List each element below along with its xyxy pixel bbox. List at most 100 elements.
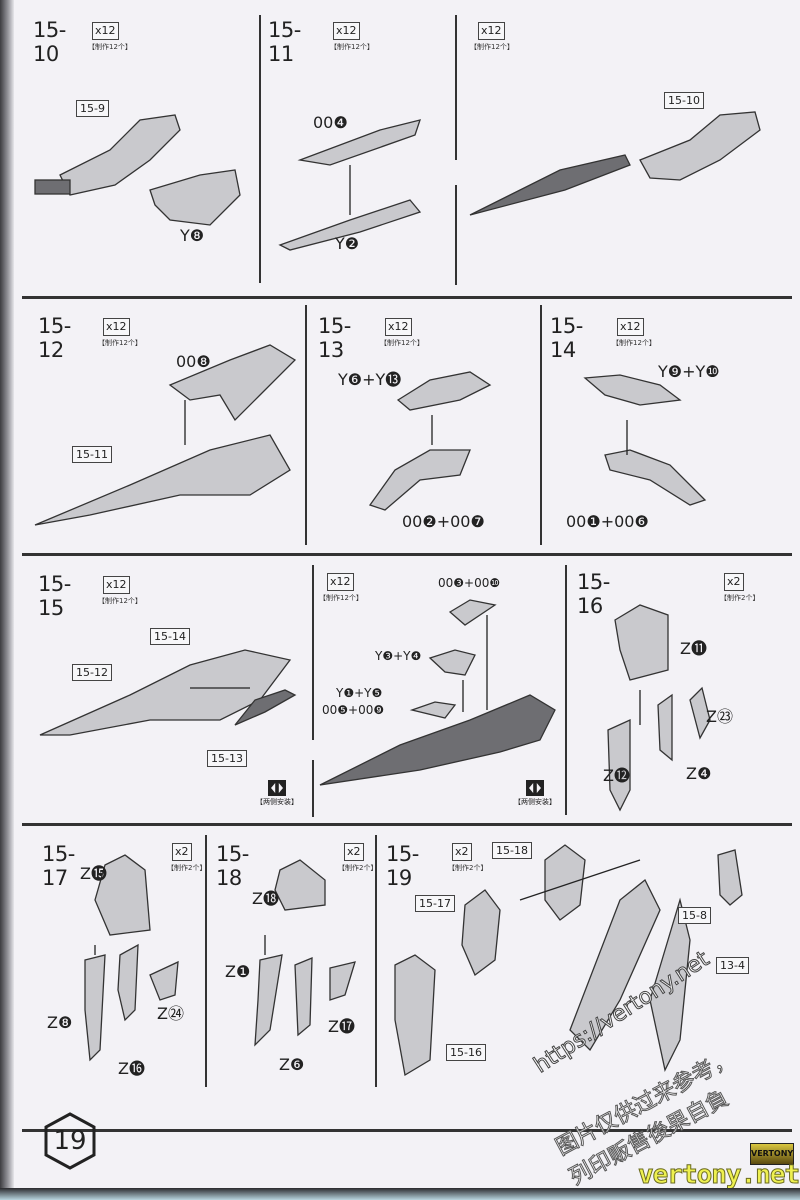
make-count: 【制作12个】 xyxy=(612,339,656,347)
make-count: 【制作12个】 xyxy=(380,339,424,347)
part-label: Z⓯ xyxy=(80,864,107,883)
part-illustration xyxy=(117,943,139,1022)
part-illustration xyxy=(604,449,707,506)
vertony-logo: VERTONY xyxy=(750,1143,794,1165)
divider xyxy=(205,835,207,1087)
part-label: Z⓱ xyxy=(328,1017,355,1036)
step-number: 15-16 xyxy=(577,570,610,618)
quantity-badge: x12 xyxy=(617,318,644,336)
part-illustration xyxy=(278,199,422,251)
part-illustration xyxy=(368,449,471,511)
part-illustration xyxy=(409,701,457,719)
part-illustration xyxy=(544,844,586,921)
part-illustration xyxy=(396,371,492,411)
part-illustration xyxy=(59,114,181,196)
make-count: 【制作12个】 xyxy=(98,597,142,605)
part-illustration xyxy=(614,604,669,681)
part-label: Y❸+Y❹ xyxy=(375,649,422,663)
scan-bottom-edge xyxy=(0,1188,800,1200)
part-label: 00❺+00❾ xyxy=(322,703,385,717)
quantity-badge: x12 xyxy=(333,22,360,40)
step-number: 15-13 xyxy=(318,314,351,362)
divider xyxy=(259,15,261,283)
step-number: 15-19 xyxy=(386,842,419,890)
part-illustration xyxy=(297,119,421,166)
step-number: 15-11 xyxy=(268,18,301,66)
make-count: 【制作12个】 xyxy=(330,43,374,51)
part-illustration xyxy=(428,649,476,676)
divider xyxy=(22,1129,792,1132)
part-illustration xyxy=(149,960,179,1001)
step-number: 15-15 xyxy=(38,572,71,620)
part-illustration xyxy=(657,693,673,762)
part-illustration xyxy=(34,179,71,195)
part-label: 00❶+00❻ xyxy=(566,512,649,531)
divider xyxy=(312,565,314,740)
divider xyxy=(540,305,542,545)
both-sides-note: 【两侧安装】 xyxy=(256,780,298,807)
divider xyxy=(305,305,307,545)
part-illustration xyxy=(39,649,292,736)
part-illustration xyxy=(461,889,501,977)
part-label: Z⓰ xyxy=(118,1059,145,1078)
part-illustration xyxy=(448,599,497,626)
quantity-badge: x12 xyxy=(92,22,119,40)
step-number: 15-17 xyxy=(42,842,75,890)
divider xyxy=(22,553,792,556)
quantity-badge: x12 xyxy=(385,318,412,336)
quantity-badge: x12 xyxy=(103,576,130,594)
part-label: Y❶+Y❺ xyxy=(336,686,383,700)
callout-box: 15-8 xyxy=(678,907,711,924)
callout-box: 15-11 xyxy=(72,446,112,463)
make-count: 【制作12个】 xyxy=(98,339,142,347)
callout-box: 13-4 xyxy=(716,957,749,974)
step-number: 15-14 xyxy=(550,314,583,362)
part-illustration xyxy=(689,686,711,740)
divider xyxy=(455,185,457,285)
part-illustration xyxy=(329,961,356,1001)
part-illustration xyxy=(607,718,631,812)
part-illustration xyxy=(717,849,743,906)
make-count: 【制作12个】 xyxy=(88,43,132,51)
part-illustration xyxy=(649,897,691,1072)
divider xyxy=(22,823,792,826)
quantity-badge: x12 xyxy=(327,573,354,591)
part-illustration xyxy=(168,344,297,422)
make-count: 【制作2个】 xyxy=(720,594,760,602)
both-sides-icon xyxy=(526,780,544,796)
make-count: 【制作2个】 xyxy=(338,864,378,872)
divider xyxy=(375,835,377,1087)
both-sides-label: 【两侧安装】 xyxy=(514,798,556,806)
part-label: Z❹ xyxy=(686,764,712,783)
quantity-badge: x12 xyxy=(478,22,505,40)
part-illustration xyxy=(149,169,241,226)
callout-box: 15-13 xyxy=(207,750,247,767)
part-illustration xyxy=(234,689,297,726)
part-label: Y❾+Y❿ xyxy=(658,362,720,381)
part-illustration xyxy=(319,694,556,786)
quantity-badge: x2 xyxy=(452,843,472,861)
make-count: 【制作2个】 xyxy=(167,864,207,872)
callout-box: 15-14 xyxy=(150,628,190,645)
part-label: Z⓬ xyxy=(603,766,630,785)
callout-box: 15-16 xyxy=(446,1044,486,1061)
quantity-badge: x12 xyxy=(103,318,130,336)
callout-box: 15-9 xyxy=(76,100,109,117)
both-sides-icon xyxy=(268,780,286,796)
step-number: 15-12 xyxy=(38,314,71,362)
part-label: Z㉔ xyxy=(157,1004,184,1023)
quantity-badge: x2 xyxy=(344,843,364,861)
divider xyxy=(22,296,792,299)
make-count: 【制作12个】 xyxy=(470,43,514,51)
step-number: 15-10 xyxy=(33,18,66,66)
part-illustration xyxy=(469,154,631,216)
part-label: 00❷+00❼ xyxy=(402,512,485,531)
part-illustration xyxy=(569,878,661,1052)
part-illustration xyxy=(94,854,151,936)
part-label: Z㉓ xyxy=(706,707,733,726)
hexagon-icon xyxy=(44,1112,96,1170)
both-sides-label: 【两侧安装】 xyxy=(256,798,298,806)
watermark-site: vertony.net xyxy=(637,1160,800,1191)
